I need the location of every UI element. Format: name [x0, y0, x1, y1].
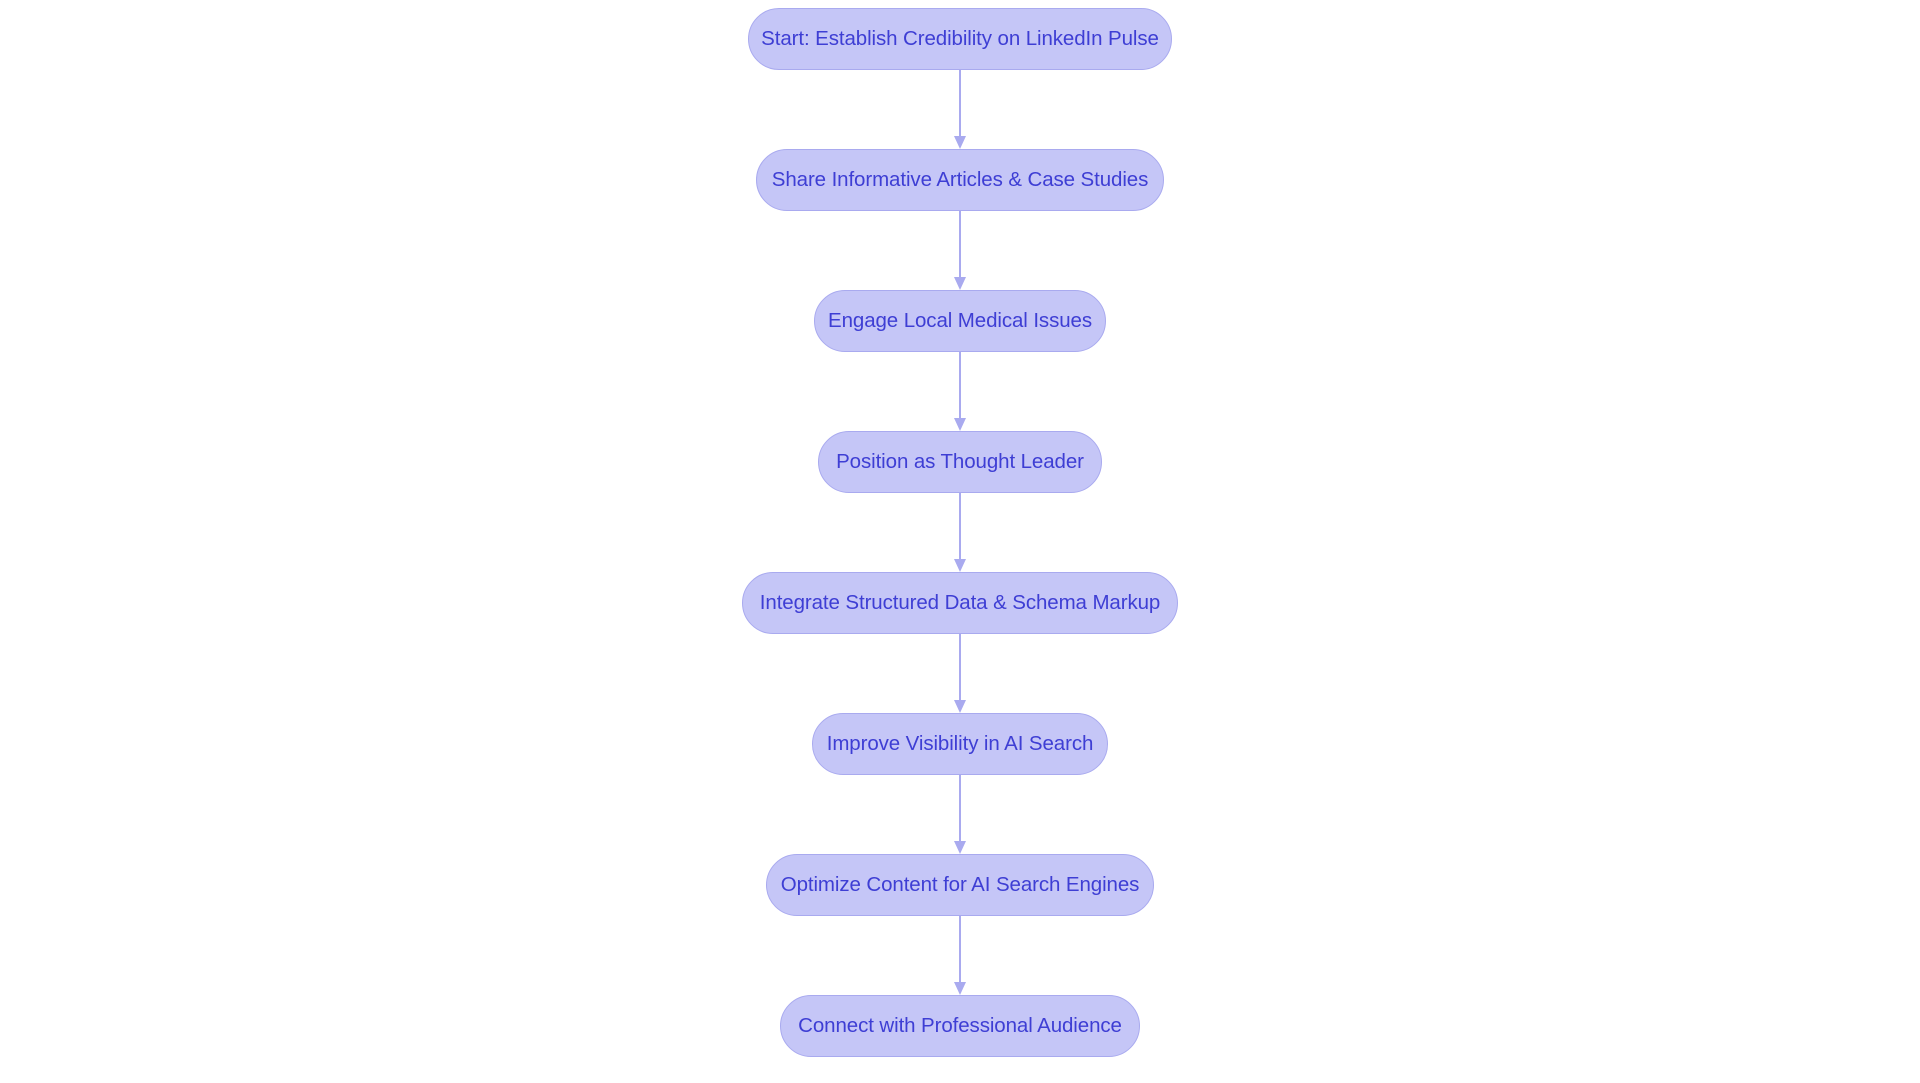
- arrowhead-down-icon: [953, 841, 966, 854]
- connector-line: [958, 493, 962, 560]
- arrowhead-down-icon: [953, 700, 966, 713]
- flow-node-n7[interactable]: Optimize Content for AI Search Engines: [766, 854, 1154, 916]
- flow-connector-n4-to-n5: [952, 493, 968, 572]
- flow-node-label: Integrate Structured Data & Schema Marku…: [759, 590, 1161, 614]
- flow-node-label: Engage Local Medical Issues: [828, 308, 1092, 332]
- arrowhead-down-icon: [953, 418, 966, 431]
- flow-node-label: Position as Thought Leader: [836, 449, 1084, 473]
- flow-node-n4[interactable]: Position as Thought Leader: [818, 431, 1102, 493]
- flow-node-n8[interactable]: Connect with Professional Audience: [780, 995, 1140, 1057]
- flow-node-n5[interactable]: Integrate Structured Data & Schema Marku…: [742, 572, 1178, 634]
- flow-connector-n2-to-n3: [952, 211, 968, 290]
- connector-line: [958, 634, 962, 701]
- flow-connector-n5-to-n6: [952, 634, 968, 713]
- arrowhead-down-icon: [953, 982, 966, 995]
- flow-connector-n6-to-n7: [952, 775, 968, 854]
- arrowhead-down-icon: [953, 136, 966, 149]
- flow-node-label: Start: Establish Credibility on LinkedIn…: [761, 26, 1159, 50]
- connector-line: [958, 352, 962, 419]
- connector-line: [958, 211, 962, 278]
- flow-node-n2[interactable]: Share Informative Articles & Case Studie…: [756, 149, 1164, 211]
- flow-node-label: Connect with Professional Audience: [798, 1013, 1122, 1037]
- flow-connector-n7-to-n8: [952, 916, 968, 995]
- arrowhead-down-icon: [953, 559, 966, 572]
- connector-line: [958, 916, 962, 983]
- flow-node-label: Improve Visibility in AI Search: [826, 731, 1094, 755]
- connector-line: [958, 70, 962, 137]
- flow-node-n3[interactable]: Engage Local Medical Issues: [814, 290, 1106, 352]
- arrowhead-down-icon: [953, 277, 966, 290]
- flow-node-label: Share Informative Articles & Case Studie…: [771, 167, 1149, 191]
- connector-line: [958, 775, 962, 842]
- flow-node-n1[interactable]: Start: Establish Credibility on LinkedIn…: [748, 8, 1172, 70]
- flow-node-label: Optimize Content for AI Search Engines: [780, 872, 1140, 896]
- flow-connector-n3-to-n4: [952, 352, 968, 431]
- flow-connector-n1-to-n2: [952, 70, 968, 149]
- flow-node-n6[interactable]: Improve Visibility in AI Search: [812, 713, 1108, 775]
